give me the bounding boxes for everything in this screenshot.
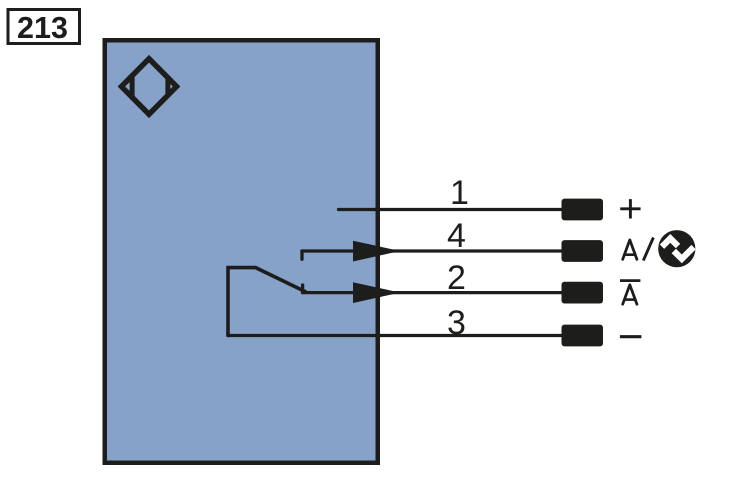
svg-text:3: 3 <box>447 304 466 342</box>
svg-text:1: 1 <box>450 174 469 212</box>
svg-text:4: 4 <box>447 217 466 255</box>
svg-text:2: 2 <box>447 259 466 297</box>
svg-text:213: 213 <box>17 11 68 45</box>
